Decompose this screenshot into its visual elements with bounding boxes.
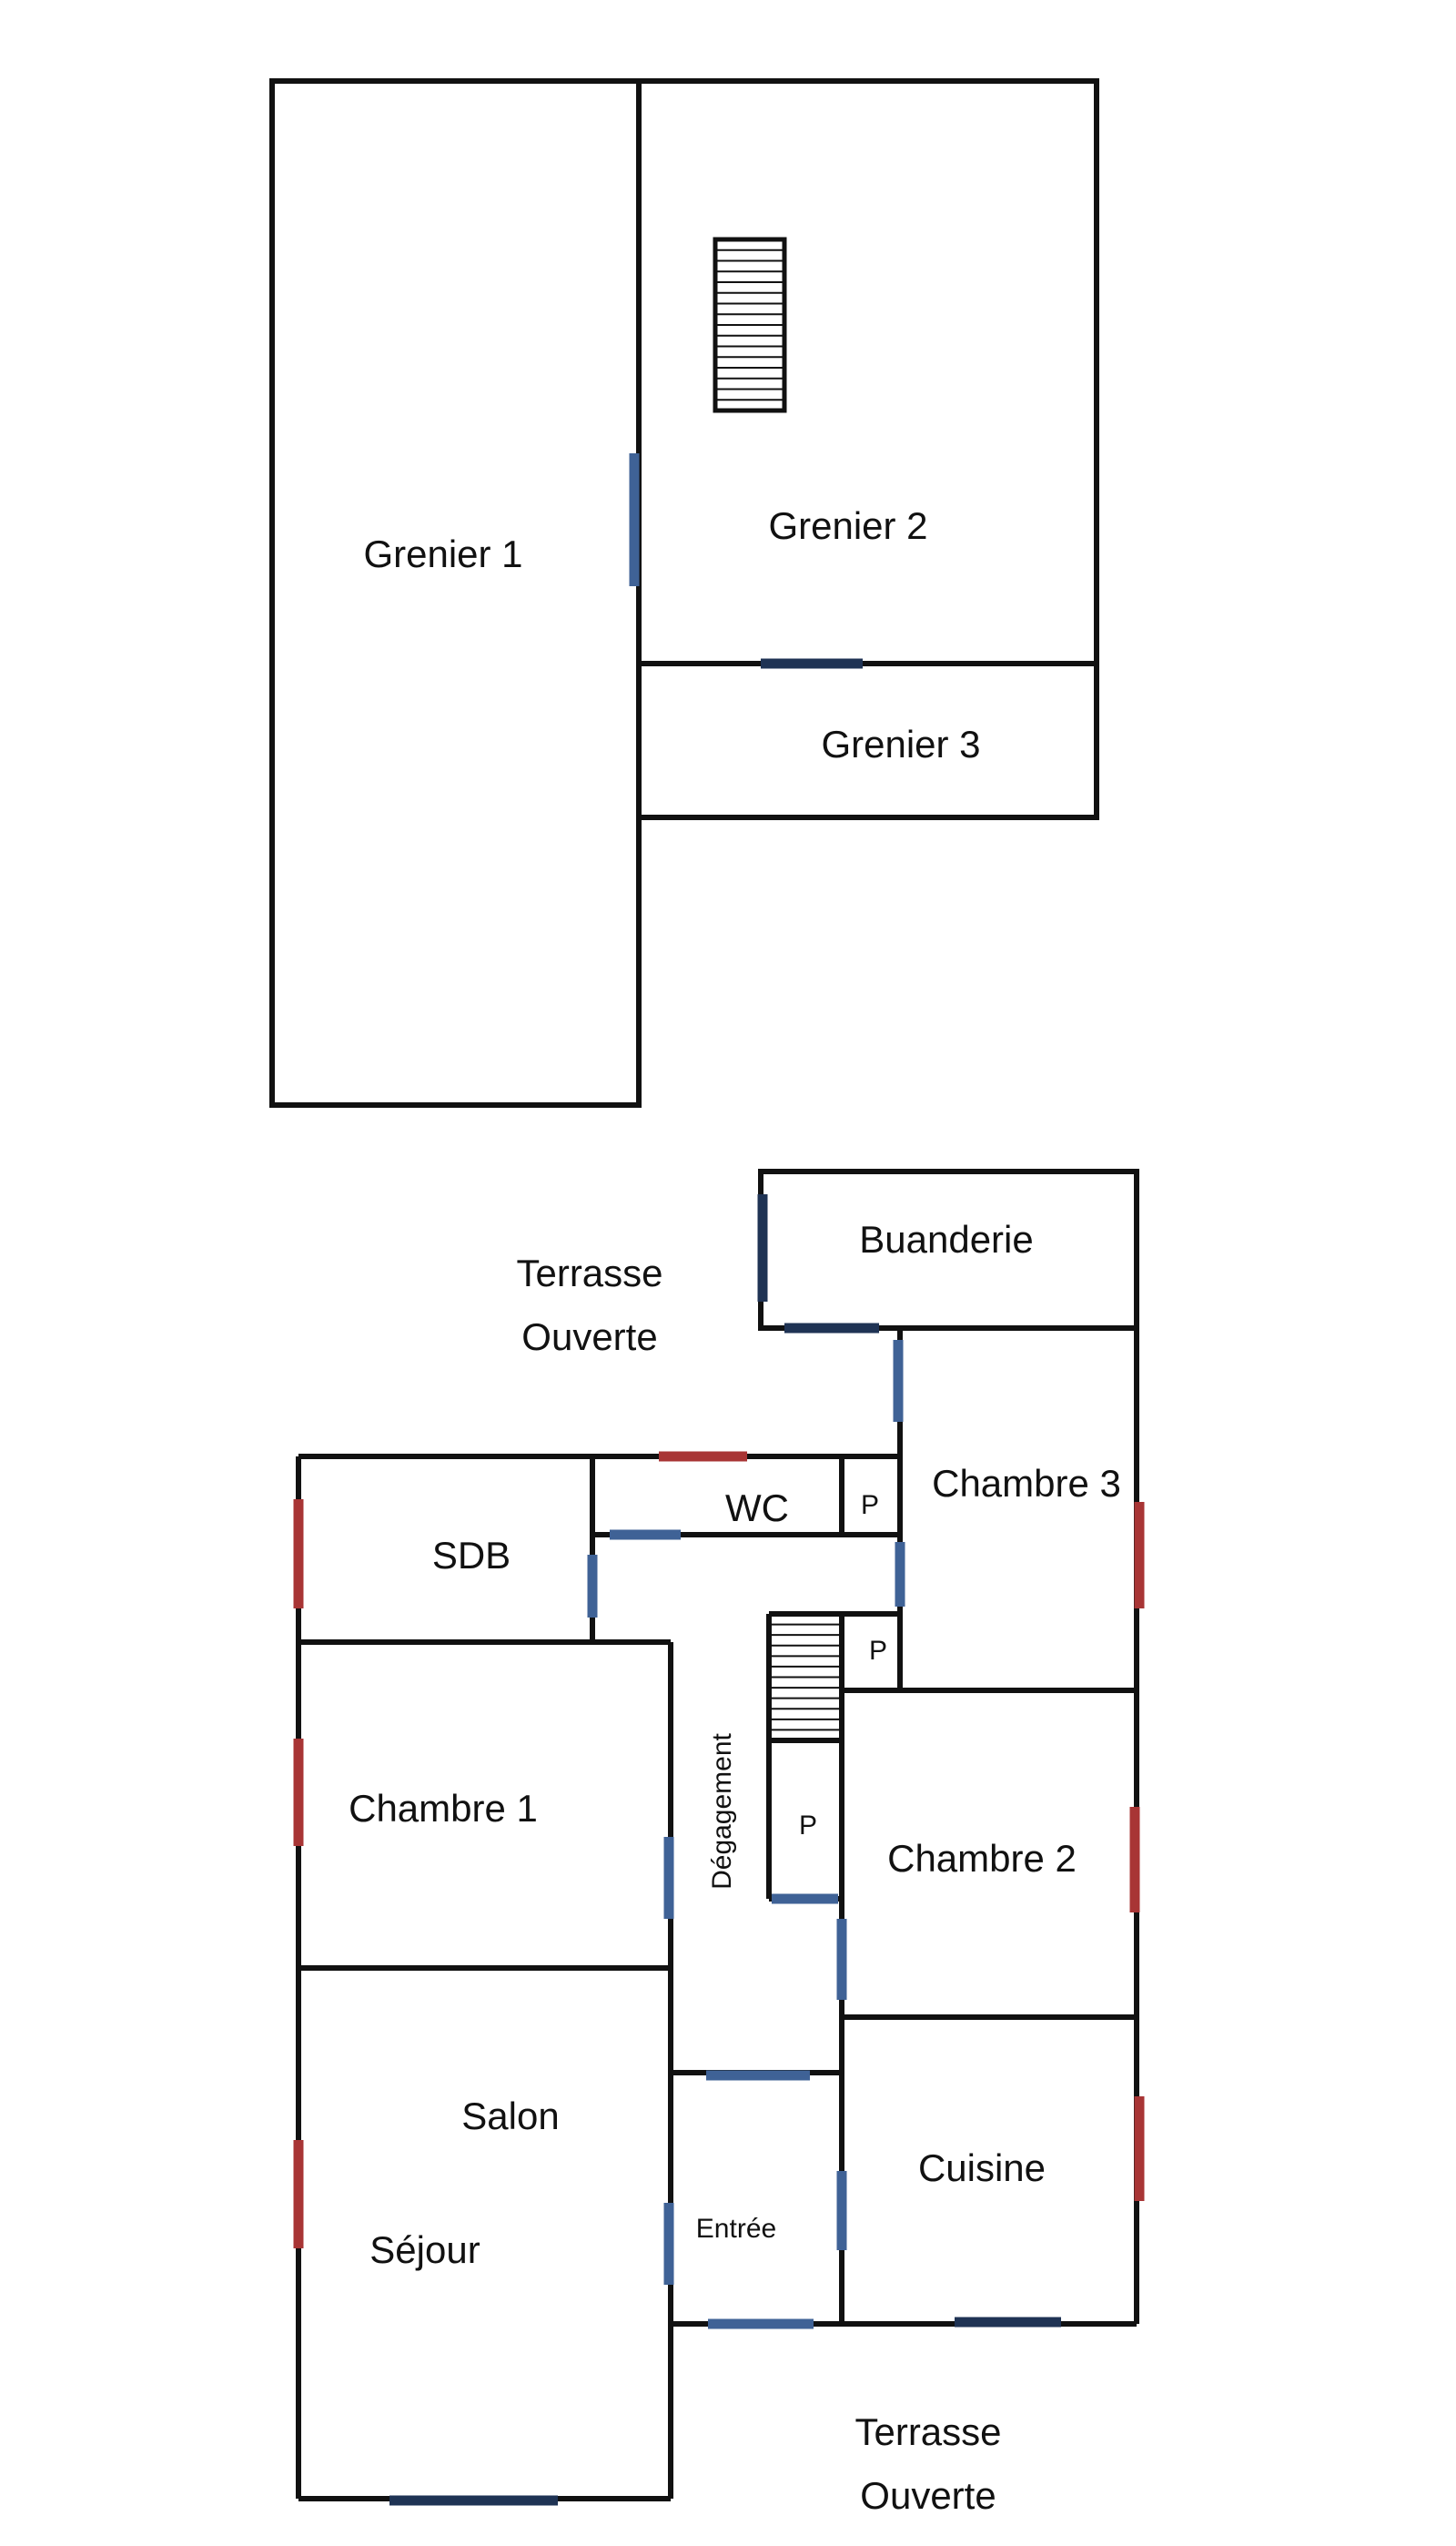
closet-label: P [861, 1490, 879, 1520]
terrace-label: Terrasse [854, 2410, 1001, 2453]
room-label-chambre-2: Chambre 2 [887, 1837, 1077, 1880]
room-label-entree: Entrée [696, 2214, 776, 2244]
terrace-label: Ouverte [860, 2474, 996, 2517]
staircase [769, 1623, 842, 1731]
grenier-1-room [269, 78, 642, 1108]
room-label-wc: WC [725, 1486, 789, 1529]
room-label-chambre-3: Chambre 3 [932, 1462, 1121, 1505]
room-label-salon: Salon [461, 2095, 559, 2137]
attic-staircase [713, 237, 787, 413]
room-label-chambre-1: Chambre 1 [349, 1787, 538, 1830]
grenier-2-room [636, 78, 1099, 666]
closet-label: P [799, 1811, 817, 1841]
room-label-cuisine: Cuisine [918, 2146, 1046, 2189]
room-label-sdb: SDB [432, 1534, 511, 1577]
room-label-grenier-3: Grenier 3 [821, 723, 980, 766]
closet-label: P [869, 1636, 887, 1666]
room-label-grenier-1: Grenier 1 [363, 533, 522, 575]
terrace-label: Terrasse [516, 1252, 662, 1294]
room-label-degagement: Dégagement [707, 1732, 737, 1889]
ground-floor-plan: Terrasse Ouverte Buanderie WC P SDB Cham… [293, 1169, 1145, 2517]
attic-plan: Grenier 1 Grenier 2 Grenier 3 [269, 78, 1099, 1108]
room-label-grenier-2: Grenier 2 [768, 504, 927, 547]
room-label-buanderie: Buanderie [859, 1218, 1033, 1261]
terrace-label: Ouverte [521, 1315, 657, 1358]
room-label-sejour: Séjour [369, 2228, 480, 2271]
grenier-3-room [636, 661, 1099, 820]
